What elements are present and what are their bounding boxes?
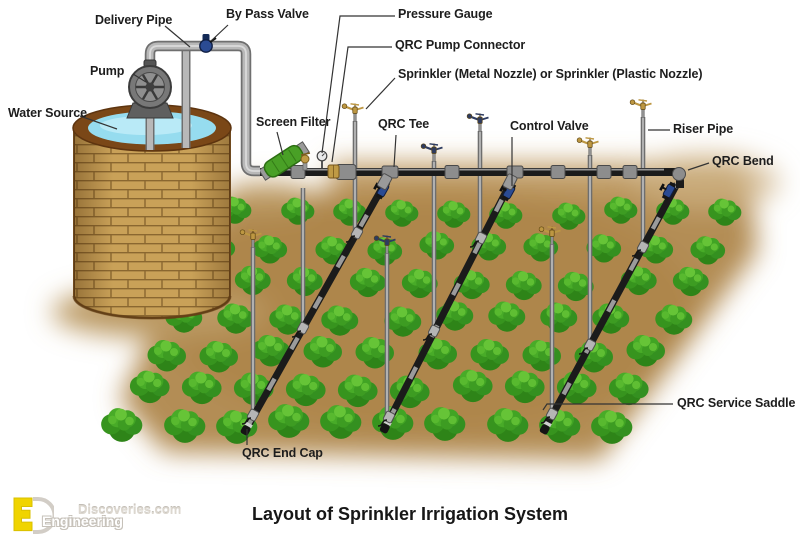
bypass-valve: [199, 34, 217, 53]
saddle-tube: [540, 416, 551, 424]
brand-logo-icon: [13, 497, 54, 534]
sprinkler-plastic-nozzle: [466, 112, 490, 133]
diagram-title: Layout of Sprinkler Irrigation System: [251, 504, 569, 524]
label-delivery-pipe: Delivery Pipe: [95, 13, 173, 27]
qrc-service-saddles: [241, 225, 650, 427]
saddle-tube: [422, 333, 433, 341]
saddle-tube: [291, 330, 302, 338]
label-water-source: Water Source: [8, 106, 87, 120]
label-qrc-end-cap: QRC End Cap: [242, 446, 323, 460]
label-riser-pipe: Riser Pipe: [673, 122, 734, 136]
water-well: [72, 104, 232, 320]
qrc-tee: [502, 165, 524, 191]
label-qrc-tee: QRC Tee: [378, 117, 430, 131]
label-control-valve: Control Valve: [510, 119, 589, 133]
sprinkler-metal-nozzle: [341, 102, 365, 123]
saddle-tube: [377, 419, 388, 427]
label-pressure-gauge: Pressure Gauge: [398, 7, 493, 21]
label-sprinkler: Sprinkler (Metal Nozzle) or Sprinkler (P…: [398, 67, 703, 81]
label-bypass-valve: By Pass Valve: [226, 7, 309, 21]
saddle-tube: [469, 240, 480, 248]
qrc-tee: [377, 165, 399, 190]
brand-site-text: Discoveries.com: [78, 502, 182, 517]
brand-watermark: Discoveries.com Engineering: [8, 496, 188, 536]
lateral-lines: [239, 172, 681, 437]
brand-name-text: Engineering: [42, 513, 123, 529]
sprinkler-metal-nozzle: [628, 98, 653, 119]
delivery-pipe: [144, 40, 260, 177]
sprinkler-metal-nozzle: [575, 136, 600, 157]
label-qrc-pump-connector: QRC Pump Connector: [395, 38, 526, 52]
label-qrc-service-saddle: QRC Service Saddle: [677, 396, 796, 410]
riser-pipes: [250, 117, 646, 418]
saddle-tube: [578, 347, 589, 355]
label-screen-filter: Screen Filter: [256, 115, 331, 129]
saddle-tube: [241, 417, 252, 425]
qrc-pump-connector: [327, 164, 340, 179]
pressure-gauge: [316, 150, 328, 168]
saddle-tube: [631, 249, 642, 257]
sprinkler-plastic-nozzle: [420, 142, 444, 163]
leader-lines: [79, 15, 710, 445]
saddle-tube: [345, 235, 356, 243]
pump: [126, 59, 174, 119]
screen-filter: [258, 141, 310, 181]
label-pump: Pump: [90, 64, 125, 78]
qrc-bend: [664, 167, 686, 188]
mini-brass-valve: [300, 152, 311, 171]
label-qrc-bend: QRC Bend: [712, 154, 774, 168]
